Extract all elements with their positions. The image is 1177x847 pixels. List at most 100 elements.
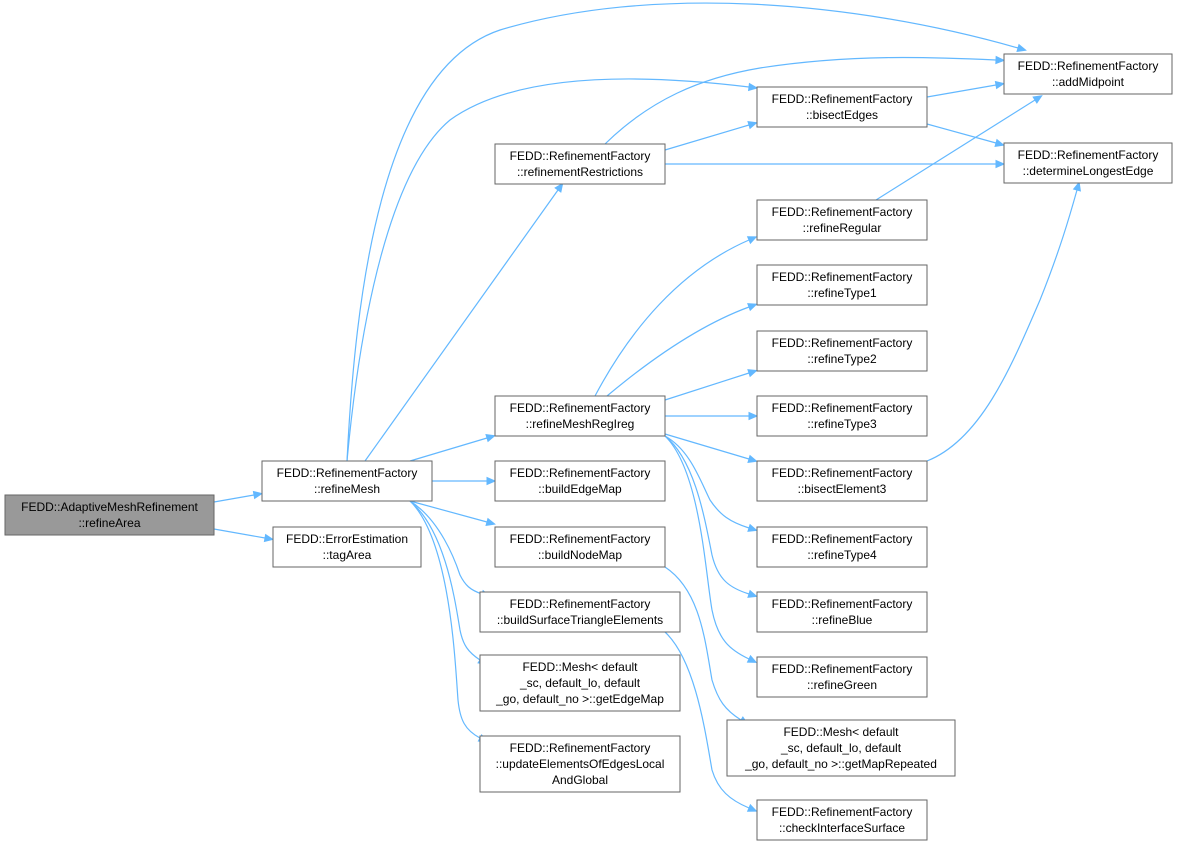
node-label-line: FEDD::RefinementFactory (772, 466, 913, 480)
node-label-line: ::refinementRestrictions (517, 165, 643, 179)
node-label-line: ::bisectElement3 (798, 482, 887, 496)
node-refineType1[interactable]: FEDD::RefinementFactory::refineType1 (756, 264, 928, 306)
node-refineArea[interactable]: FEDD::AdaptiveMeshRefinement::refineArea (4, 494, 215, 536)
node-box (494, 395, 666, 437)
edges (213, 2, 1081, 812)
edge-line (409, 500, 481, 661)
node-addMidpoint[interactable]: FEDD::RefinementFactory::addMidpoint (1003, 53, 1173, 95)
node-getMapRepeated[interactable]: FEDD::Mesh< default_sc, default_lo, defa… (726, 719, 956, 777)
node-getEdgeMap[interactable]: FEDD::Mesh< default_sc, default_lo, defa… (479, 654, 681, 712)
node-buildNodeMap[interactable]: FEDD::RefinementFactory::buildNodeMap (494, 526, 666, 568)
arrowhead-icon (1016, 43, 1027, 52)
node-label-line: FEDD::RefinementFactory (772, 597, 913, 611)
node-buildEdgeMap[interactable]: FEDD::RefinementFactory::buildEdgeMap (494, 460, 666, 502)
node-label-line: FEDD::RefinementFactory (510, 741, 651, 755)
node-label-line: ::refineType1 (807, 286, 877, 300)
arrowhead-icon (747, 121, 758, 130)
node-label-line: ::refineArea (78, 516, 140, 530)
node-label-line: FEDD::RefinementFactory (510, 466, 651, 480)
node-label-line: FEDD::RefinementFactory (1018, 148, 1159, 162)
edge-line (409, 500, 483, 595)
edge-line (604, 56, 997, 145)
edge-line (664, 372, 750, 401)
node-label-line: ::bisectEdges (806, 108, 878, 122)
node-label-line: _sc, default_lo, default (519, 676, 641, 690)
node-refineGreen[interactable]: FEDD::RefinementFactory::refineGreen (756, 656, 928, 698)
edge-refineArea-to-refineMesh (213, 490, 264, 503)
edge-line (664, 124, 750, 151)
node-buildSurfaceTriangleElements[interactable]: FEDD::RefinementFactory::buildSurfaceTri… (479, 591, 681, 633)
node-box (1003, 142, 1173, 184)
edge-refineMesh-to-updateElementsOfEdgesLocalAndGlobal (409, 500, 489, 743)
node-refineType2[interactable]: FEDD::RefinementFactory::refineType2 (756, 330, 928, 372)
edge-refineArea-to-tagArea (213, 528, 275, 543)
node-label-line: ::addMidpoint (1052, 75, 1125, 89)
edge-refineMesh-to-refineMeshRegIreg (409, 434, 496, 462)
edge-refineMeshRegIreg-to-refineType3 (665, 411, 759, 421)
edge-refineMeshRegIreg-to-refineBlue (664, 435, 758, 598)
node-label-line: ::refineMeshRegIreg (526, 417, 635, 431)
node-label-line: FEDD::RefinementFactory (772, 205, 913, 219)
node-determineLongestEdge[interactable]: FEDD::RefinementFactory::determineLonges… (1003, 142, 1173, 184)
node-label-line: ::buildSurfaceTriangleElements (497, 613, 663, 627)
node-refineType3[interactable]: FEDD::RefinementFactory::refineType3 (756, 395, 928, 437)
arrowhead-icon (994, 80, 1006, 90)
edge-refinementRestrictions-to-bisectEdges (664, 121, 758, 151)
node-label-line: ::buildNodeMap (538, 548, 622, 562)
node-bisectElement3[interactable]: FEDD::RefinementFactory::bisectElement3 (756, 460, 928, 502)
node-box (756, 395, 928, 437)
node-label-line: ::refineType3 (807, 417, 877, 431)
arrowhead-icon (485, 434, 496, 443)
node-refineType4[interactable]: FEDD::RefinementFactory::refineType4 (756, 526, 928, 568)
node-label-line: ::refineRegular (803, 221, 882, 235)
edge-refineMesh-to-addMidpoint (346, 2, 1027, 462)
node-label-line: FEDD::RefinementFactory (772, 805, 913, 819)
node-label-line: ::tagArea (323, 548, 372, 562)
node-box (479, 591, 681, 633)
edge-line (664, 435, 750, 660)
node-label-line: FEDD::RefinementFactory (772, 336, 913, 350)
edge-refinementRestrictions-to-determineLongestEdge (665, 159, 1006, 169)
node-refinementRestrictions[interactable]: FEDD::RefinementFactory::refinementRestr… (494, 143, 666, 185)
node-label-line: ::refineGreen (807, 678, 877, 692)
node-box (756, 591, 928, 633)
edge-line (926, 84, 997, 98)
node-box (756, 199, 928, 241)
arrowhead-icon (1072, 181, 1081, 192)
node-tagArea[interactable]: FEDD::ErrorEstimation::tagArea (272, 526, 422, 568)
edge-refineMesh-to-buildNodeMap (409, 500, 496, 526)
node-bisectEdges[interactable]: FEDD::RefinementFactory::bisectEdges (756, 86, 928, 128)
node-box (756, 330, 928, 372)
node-label-line: FEDD::RefinementFactory (510, 597, 651, 611)
node-label-line: FEDD::RefinementFactory (510, 532, 651, 546)
node-label-line: ::refineBlue (812, 613, 873, 627)
node-label-line: _go, default_no >::getMapRepeated (744, 757, 937, 771)
edge-line (926, 123, 997, 144)
node-label-line: FEDD::RefinementFactory (772, 270, 913, 284)
node-label-line: ::refineType2 (807, 352, 877, 366)
edge-line (664, 566, 742, 721)
node-label-line: FEDD::Mesh< default (522, 660, 638, 674)
node-updateElementsOfEdgesLocalAndGlobal[interactable]: FEDD::RefinementFactory::updateElementsO… (479, 735, 681, 793)
node-checkInterfaceSurface[interactable]: FEDD::RefinementFactory::checkInterfaceS… (756, 799, 928, 841)
edge-line (664, 433, 750, 460)
edge-line (346, 2, 1019, 462)
edge-line (409, 437, 488, 462)
node-label-line: ::checkInterfaceSurface (779, 821, 905, 835)
node-box (479, 735, 681, 793)
node-label-line: ::refineType4 (807, 548, 877, 562)
node-refineMeshRegIreg[interactable]: FEDD::RefinementFactory::refineMeshRegIr… (494, 395, 666, 437)
edge-refineMeshRegIreg-to-refineRegular (594, 236, 758, 397)
node-label-line: _go, default_no >::getEdgeMap (495, 692, 664, 706)
node-box (1003, 53, 1173, 95)
node-label-line: FEDD::RefinementFactory (510, 401, 651, 415)
node-label-line: FEDD::RefinementFactory (772, 532, 913, 546)
edge-refineRegular-to-addMidpoint (875, 95, 1043, 201)
arrowhead-icon (746, 803, 758, 812)
node-refineRegular[interactable]: FEDD::RefinementFactory::refineRegular (756, 199, 928, 241)
node-refineBlue[interactable]: FEDD::RefinementFactory::refineBlue (756, 591, 928, 633)
edge-line (875, 99, 1036, 201)
node-refineMesh[interactable]: FEDD::RefinementFactory::refineMesh (261, 460, 433, 502)
nodes: FEDD::AdaptiveMeshRefinement::refineArea… (4, 53, 1173, 841)
edge-refineMesh-to-bisectEdges (346, 78, 759, 462)
